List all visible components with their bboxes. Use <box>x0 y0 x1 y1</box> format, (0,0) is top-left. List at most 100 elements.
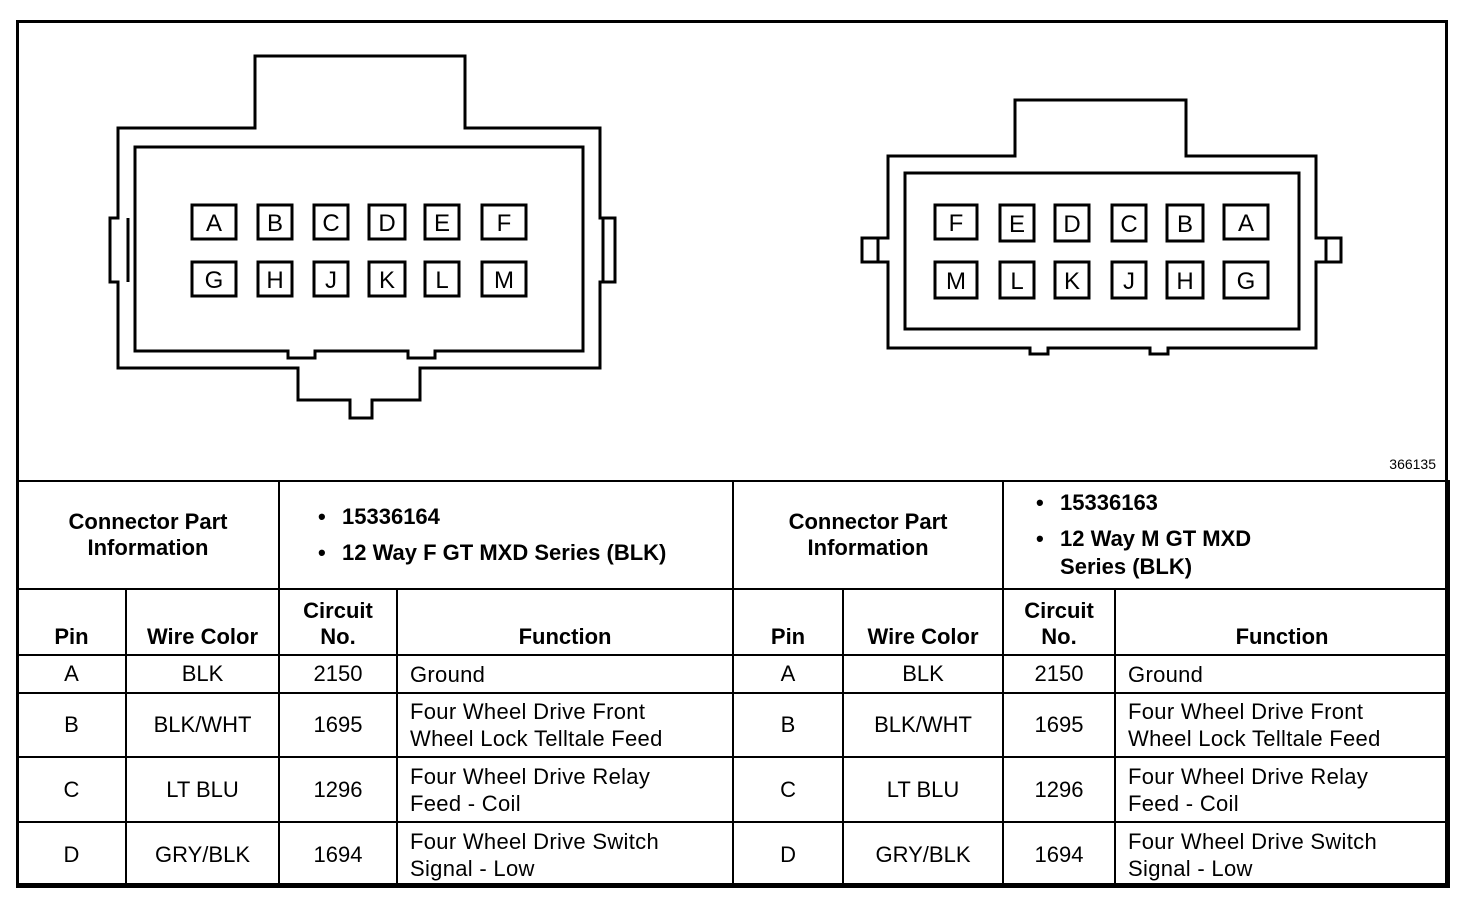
pin-label: K <box>1064 268 1080 295</box>
figure-number: 366135 <box>1389 456 1436 472</box>
wire-color-cell: LT BLU <box>842 756 1005 823</box>
function-cell: Ground <box>1114 654 1451 694</box>
left-connector-outer-shell <box>108 54 617 420</box>
pin-cell: D <box>367 203 407 241</box>
wire-color-cell: GRY/BLK <box>842 821 1005 888</box>
function-header: Function <box>1114 588 1451 656</box>
pin-label: D <box>378 210 395 237</box>
pin-cell: A <box>190 203 238 241</box>
wire-color-cell: BLK <box>124 654 281 694</box>
pin-cell: D <box>1053 203 1091 243</box>
pin-cell: M <box>480 260 528 298</box>
pin-cell: E <box>998 203 1036 243</box>
pin-label: M <box>946 268 966 295</box>
pin-label: B <box>1177 211 1193 238</box>
pin-label: A <box>1238 210 1254 237</box>
pin-label: F <box>497 210 512 237</box>
pin-label: E <box>434 210 450 237</box>
pin-cell: A <box>16 654 127 694</box>
pin-cell: L <box>423 260 461 298</box>
right-part-number: 15336163 <box>1036 489 1442 517</box>
left-connector <box>108 54 617 420</box>
pin-label: J <box>1123 268 1135 295</box>
pin-cell: F <box>480 203 528 241</box>
pin-cell: J <box>312 260 350 298</box>
left-part-info: 15336164 12 Way F GT MXD Series (BLK) <box>278 480 735 590</box>
pin-cell: C <box>312 203 350 241</box>
pin-cell: C <box>1110 203 1148 243</box>
function-header: Function <box>396 588 735 656</box>
pin-cell: E <box>423 203 461 241</box>
pin-cell: G <box>190 260 238 298</box>
wire-color-cell: GRY/BLK <box>124 821 281 888</box>
pin-cell: B <box>16 692 127 758</box>
pin-cell: K <box>1053 260 1091 300</box>
pin-cell: J <box>1110 260 1148 300</box>
wire-color-cell: BLK <box>842 654 1005 694</box>
pin-label: D <box>1063 211 1080 238</box>
pin-label: E <box>1009 211 1025 238</box>
circuit-cell: 1695 <box>1002 692 1117 758</box>
pin-label: A <box>206 210 222 237</box>
pin-label: C <box>1120 211 1137 238</box>
pin-label: B <box>267 210 283 237</box>
right-pins-row1: F E D C B A <box>933 203 1270 243</box>
right-connector-outer-shell <box>860 98 1343 356</box>
table-row: A BLK 2150 Ground A BLK 2150 Ground <box>16 654 1451 694</box>
pin-cell: D <box>16 821 127 888</box>
right-connector-inner-shell <box>903 171 1301 331</box>
left-connector-inner-shell <box>133 145 585 360</box>
left-part-description: 12 Way F GT MXD Series (BLK) <box>318 539 726 567</box>
pin-cell: B <box>256 203 294 241</box>
connector-diagram: A B C D E F G H J K L M F E D C B A M L … <box>108 54 1343 420</box>
left-pins-row1: A B C D E F <box>190 203 528 241</box>
pin-label: G <box>205 267 224 294</box>
pin-label: F <box>949 210 964 237</box>
pin-cell: F <box>933 203 979 241</box>
pin-header: Pin <box>732 588 845 656</box>
wire-color-cell: BLK/WHT <box>842 692 1005 758</box>
pin-label: G <box>1237 268 1256 295</box>
right-pins-row2: M L K J H G <box>933 260 1270 300</box>
circuit-cell: 1694 <box>278 821 399 888</box>
pin-label: L <box>435 267 448 294</box>
pin-cell: A <box>1222 203 1270 241</box>
pin-cell: K <box>367 260 407 298</box>
left-pins-row2: G H J K L M <box>190 260 528 298</box>
pin-cell: H <box>1165 260 1205 300</box>
wire-color-header: Wire Color <box>842 588 1005 656</box>
pin-cell: D <box>732 821 845 888</box>
pin-label: L <box>1010 268 1023 295</box>
pin-cell: M <box>933 260 979 300</box>
pin-label: K <box>379 267 395 294</box>
wire-color-cell: LT BLU <box>124 756 281 823</box>
wire-color-header: Wire Color <box>124 588 281 656</box>
circuit-cell: 1695 <box>278 692 399 758</box>
pin-cell: C <box>732 756 845 823</box>
pin-label: H <box>266 267 283 294</box>
circuit-cell: 1296 <box>278 756 399 823</box>
wire-color-cell: BLK/WHT <box>124 692 281 758</box>
right-connector <box>860 98 1343 356</box>
pin-cell: C <box>16 756 127 823</box>
pin-cell: A <box>732 654 845 694</box>
pin-cell: B <box>1165 203 1205 243</box>
pin-cell: G <box>1222 260 1270 300</box>
circuit-cell: 1694 <box>1002 821 1117 888</box>
pin-label: M <box>494 267 514 294</box>
pin-label: C <box>322 210 339 237</box>
